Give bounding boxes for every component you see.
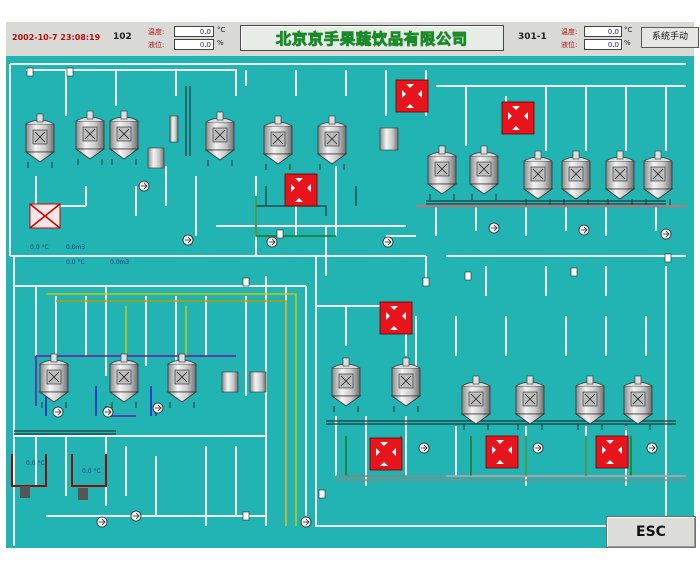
header-area: 2002-10-7 23:08:19 102 温度: 0.0 °C 液位: 0.…	[6, 22, 699, 56]
control-valves-bottom-left	[20, 486, 88, 500]
left-level-label: 液位:	[148, 41, 165, 49]
esc-button[interactable]: ESC	[606, 516, 696, 548]
readout-volume-1: 0.0m3	[66, 244, 86, 251]
line-code: 301-1	[518, 32, 547, 42]
colored-pipes	[35, 196, 686, 526]
right-temp-unit: °C	[624, 26, 633, 34]
right-temp-value: 0.0	[584, 26, 622, 37]
tank-group-top-left	[25, 110, 399, 171]
process-diagram	[6, 56, 694, 548]
left-level-value: 0.0	[174, 39, 214, 50]
left-temp-unit: °C	[217, 26, 226, 34]
company-title-box: 北京京手果蔬饮品有限公司	[240, 25, 504, 51]
canvas-background	[6, 56, 694, 548]
heat-exchanger-left	[29, 203, 61, 229]
right-level-unit: %	[624, 39, 631, 47]
left-temp-value: 0.0	[174, 26, 214, 37]
readout-temp-2: 0.0 °C	[66, 259, 85, 266]
right-level-value: 0.0	[584, 39, 622, 50]
company-title: 北京京手果蔬饮品有限公司	[275, 30, 468, 49]
datetime-display: 2002-10-7 23:08:19	[12, 33, 101, 42]
left-level-unit: %	[217, 39, 224, 47]
readout-temp-4: 0.0 °C	[82, 468, 101, 475]
readout-temp-3: 0.0 °C	[26, 460, 45, 467]
readout-temp-1: 0.0 °C	[30, 244, 49, 251]
tank-row-lower-left	[39, 353, 267, 409]
counter-display: 102	[113, 32, 132, 42]
right-temp-label: 温度:	[561, 28, 578, 36]
readout-volume-2: 0.0m3	[110, 259, 130, 266]
left-temp-label: 温度:	[148, 28, 165, 36]
system-manual-button[interactable]: 系统手动	[641, 27, 699, 48]
right-level-label: 液位:	[561, 41, 578, 49]
